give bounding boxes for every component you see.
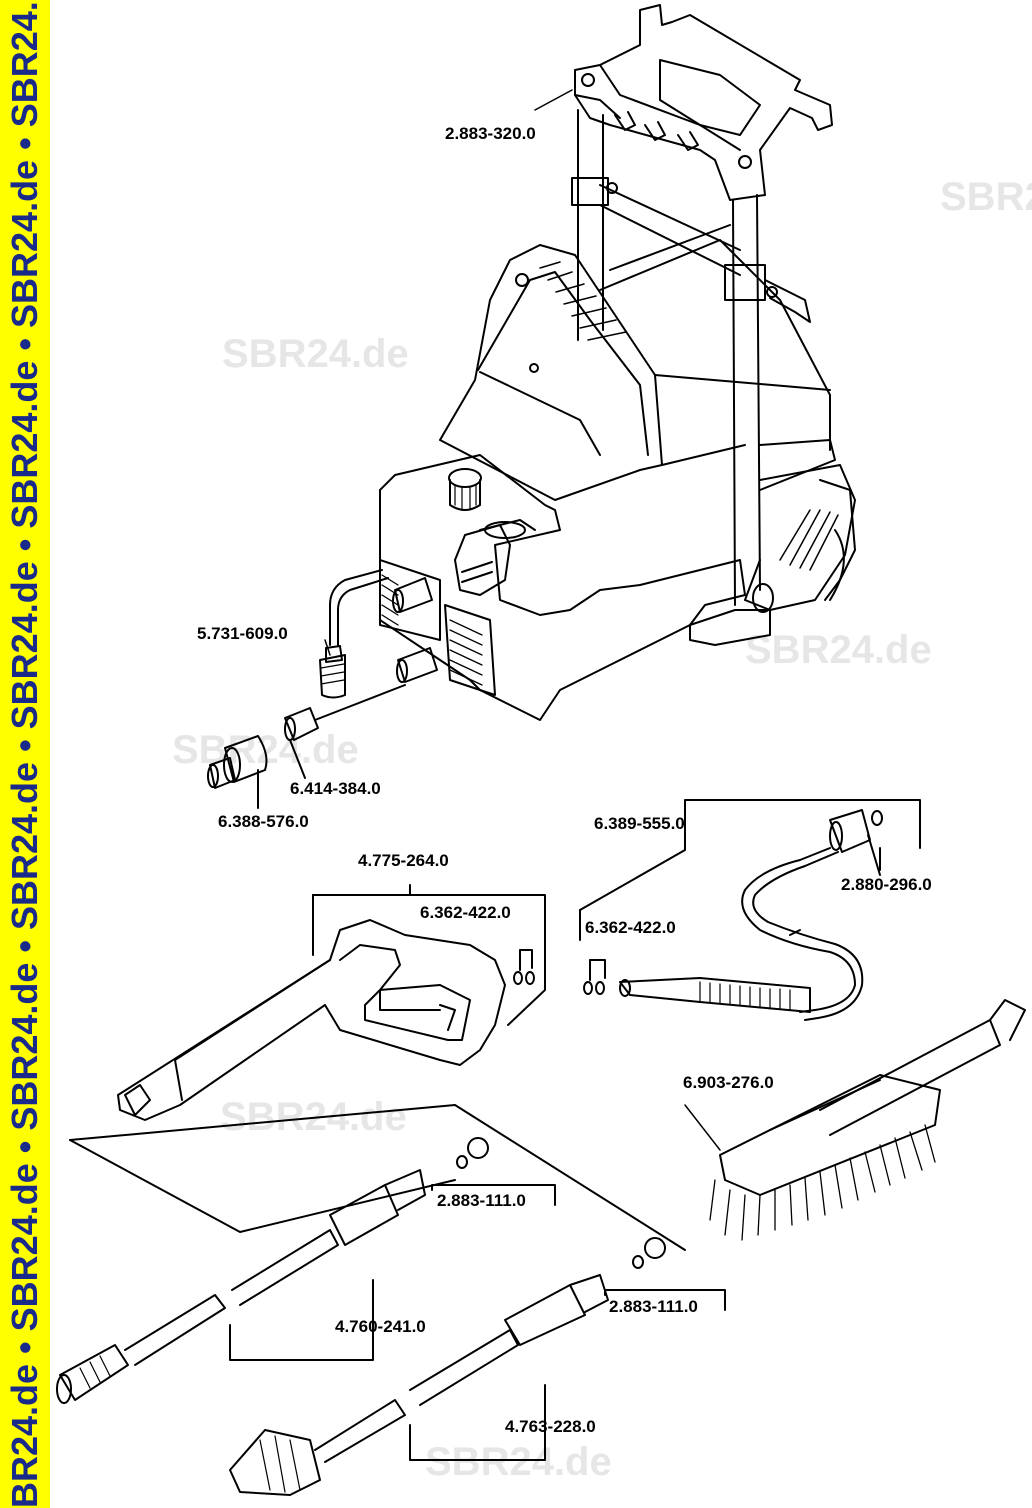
part-label-suction-hose: 5.731-609.0 bbox=[197, 624, 288, 643]
watermark-text: SBR24.de bbox=[425, 1440, 612, 1484]
watermark-text: SBR24.de bbox=[222, 332, 409, 376]
leader-lines bbox=[324, 89, 721, 1151]
machine-body-drawing bbox=[314, 224, 856, 721]
part-label-hose-kit: 6.389-555.0 bbox=[594, 814, 685, 833]
part-label-coupling-a: 6.414-384.0 bbox=[290, 779, 381, 798]
lance-b-drawing bbox=[229, 1237, 726, 1496]
part-label-lance-b: 4.763-228.0 bbox=[505, 1417, 596, 1436]
part-label-brush: 6.903-276.0 bbox=[683, 1073, 774, 1092]
part-label-o-ring-gun: 6.362-422.0 bbox=[420, 903, 511, 922]
part-label-nozzle-set-a: 2.883-111.0 bbox=[437, 1191, 526, 1210]
lance-a-drawing bbox=[56, 1137, 556, 1404]
assembly-frame-drawing bbox=[69, 1104, 686, 1251]
coupling-drawing bbox=[207, 707, 319, 809]
part-label-o-ring-hose: 6.362-422.0 bbox=[585, 918, 676, 937]
part-label-lance-a: 4.760-241.0 bbox=[335, 1317, 426, 1336]
hose-drawing bbox=[579, 799, 921, 1021]
watermark-sidebar: BR24.de • SBR24.de • SBR24.de • SBR24.de… bbox=[0, 0, 50, 1508]
watermark-text: SBR24.de bbox=[745, 628, 932, 672]
part-label-o-ring-top: 2.880-296.0 bbox=[841, 875, 932, 894]
wash-brush-drawing bbox=[709, 999, 1026, 1241]
trigger-gun-drawing bbox=[117, 884, 546, 1121]
part-label-trolley: 2.883-320.0 bbox=[445, 124, 536, 143]
part-label-gun: 4.775-264.0 bbox=[358, 851, 449, 870]
suction-hose-drawing bbox=[319, 569, 389, 699]
part-label-nozzle-set-b: 2.883-111.0 bbox=[609, 1297, 698, 1316]
watermark-text: SBR24.de bbox=[940, 175, 1032, 219]
trolley-handle-drawing bbox=[571, 4, 833, 606]
part-label-coupling-b: 6.388-576.0 bbox=[218, 812, 309, 831]
